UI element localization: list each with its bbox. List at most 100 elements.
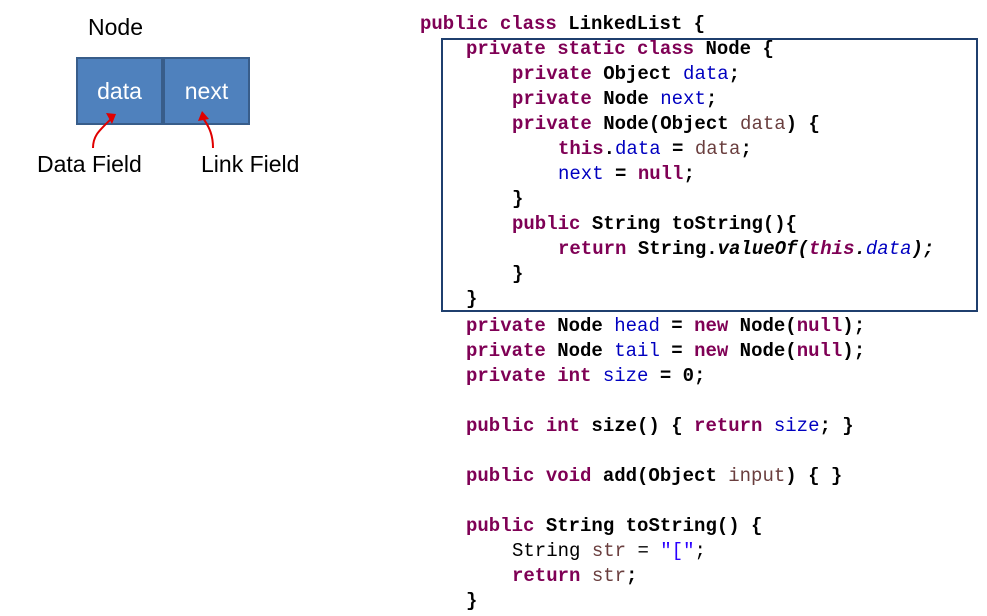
code-token: =	[603, 163, 638, 185]
code-token: }	[466, 288, 478, 310]
code-line: public String toString() {	[466, 514, 762, 539]
code-token: ;	[740, 138, 752, 160]
code-token: ) {	[785, 113, 820, 135]
code-token: this	[808, 238, 855, 260]
code-token: data	[740, 113, 786, 135]
code-token: new	[694, 340, 740, 362]
code-token: Node	[603, 88, 661, 110]
code-line: next = null;	[558, 162, 695, 187]
code-token: valueOf(	[717, 238, 809, 260]
code-token: input	[728, 465, 786, 487]
code-token: .	[603, 138, 616, 160]
code-token: ;	[705, 88, 718, 110]
code-token: public void	[466, 465, 603, 487]
code-token: "["	[660, 540, 695, 562]
code-line: private Node(Object data) {	[512, 112, 820, 137]
code-token: return	[558, 238, 638, 260]
code-token: head	[614, 315, 660, 337]
node-diagram: Node data next Data Field Link Field	[0, 0, 400, 200]
code-token: }	[512, 188, 524, 210]
data-cell-label: data	[97, 77, 142, 104]
link-field-caption: Link Field	[201, 151, 300, 177]
code-token: Node	[557, 340, 615, 362]
code-token: Node	[557, 315, 615, 337]
code-token: String toString() {	[545, 515, 763, 537]
code-token: private	[512, 88, 604, 110]
code-line: public void add(Object input) { }	[466, 464, 842, 489]
code-token: public class	[420, 13, 569, 35]
code-token: }	[466, 590, 478, 612]
code-token: Object	[603, 63, 684, 85]
code-token: }	[512, 263, 524, 285]
code-line: return String.valueOf(this.data);	[558, 237, 934, 262]
code-token: =	[626, 540, 661, 562]
code-token: String toString(){	[591, 213, 798, 235]
data-field-arrowhead	[106, 113, 116, 124]
code-line: private Object data;	[512, 62, 740, 87]
link-field-arrow	[202, 117, 214, 149]
code-token: = 0;	[648, 365, 706, 387]
code-line: private Node next;	[512, 87, 717, 112]
code-token: Node {	[705, 38, 774, 60]
code-token: new	[694, 315, 740, 337]
code-token: size() {	[591, 415, 695, 437]
code-token: data	[683, 63, 729, 85]
code-token: ) { }	[785, 465, 843, 487]
link-field-arrowhead	[198, 111, 209, 121]
code-token: ; }	[819, 415, 854, 437]
code-token: str	[591, 540, 627, 562]
code-token: .	[854, 238, 866, 260]
code-token: private	[466, 315, 558, 337]
code-token: next	[660, 88, 706, 110]
code-token: );	[842, 340, 866, 362]
code-token: data	[865, 238, 912, 260]
code-token: private	[512, 63, 604, 85]
code-line: public int size() { return size; }	[466, 414, 854, 439]
code-token: private static class	[466, 38, 706, 60]
code-token: );	[911, 238, 935, 260]
code-token: size	[773, 415, 820, 437]
code-token: LinkedList {	[568, 13, 706, 35]
data-field-caption: Data Field	[37, 151, 142, 177]
code-token: data	[615, 138, 661, 160]
code-line: public String toString(){	[512, 212, 797, 237]
code-token: Node(Object	[603, 113, 741, 135]
code-token: add(Object	[602, 465, 729, 487]
next-cell: next	[163, 57, 250, 125]
code-token: ;	[683, 163, 695, 185]
code-token: private	[512, 113, 604, 135]
code-line: }	[512, 187, 523, 212]
code-token: =	[659, 315, 695, 337]
data-cell: data	[76, 57, 163, 125]
node-title: Node	[88, 14, 143, 40]
code-token: null	[796, 315, 843, 337]
code-line: this.data = data;	[558, 137, 752, 162]
code-line: return str;	[512, 564, 637, 589]
code-token: size	[602, 365, 649, 387]
code-token: null	[796, 340, 843, 362]
code-line: private Node head = new Node(null);	[466, 314, 865, 339]
code-token: return	[694, 415, 774, 437]
code-line: public class LinkedList {	[420, 12, 705, 37]
code-token: next	[558, 163, 604, 185]
code-line: private int size = 0;	[466, 364, 705, 389]
code-token: null	[637, 163, 684, 185]
code-token: data	[694, 138, 741, 160]
code-token: ;	[728, 63, 741, 85]
code-token: String.	[637, 238, 718, 260]
code-token: Node(	[739, 340, 797, 362]
code-token: private int	[466, 365, 603, 387]
code-line: String str = "[";	[512, 539, 706, 564]
code-line: private static class Node {	[466, 37, 774, 62]
code-token: public	[466, 515, 546, 537]
code-token: =	[659, 340, 695, 362]
code-token: tail	[614, 340, 660, 362]
code-token: String	[512, 540, 592, 562]
code-line: private Node tail = new Node(null);	[466, 339, 865, 364]
code-token: =	[660, 138, 695, 160]
code-token: public int	[466, 415, 592, 437]
code-line: }	[512, 262, 523, 287]
code-token: return	[512, 565, 592, 587]
code-token: str	[591, 565, 627, 587]
